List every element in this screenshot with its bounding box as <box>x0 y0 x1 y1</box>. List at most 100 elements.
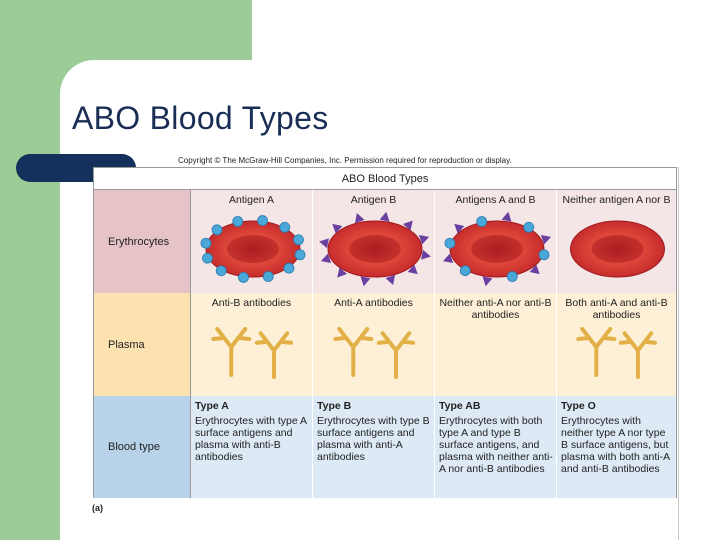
antigen-b-marker <box>407 264 418 275</box>
antigen-b-marker <box>354 212 365 224</box>
red-blood-cell-icon <box>442 211 552 287</box>
antigen-b-marker <box>332 223 343 234</box>
plasma-cell-type-b: Anti-A antibodies <box>313 293 435 396</box>
plasma-cell-type-a: Anti-B antibodies <box>191 293 313 396</box>
antibody-branch <box>254 339 269 345</box>
antigen-a-marker <box>294 249 306 261</box>
blood-type-description: Erythrocytes with neither type A nor typ… <box>561 415 670 475</box>
abo-figure: ABO Blood Types Erythrocytes Antigen A A… <box>93 167 677 498</box>
antigen-b-marker <box>442 253 454 263</box>
antigen-a-marker <box>279 221 291 233</box>
antigen-b-marker <box>403 220 413 231</box>
antigen-b-marker <box>501 211 512 222</box>
antigen-a-marker <box>283 262 295 274</box>
antigen-b-marker <box>385 274 396 286</box>
red-blood-cell-icon <box>570 220 665 278</box>
blood-type-cell-ab: Type AB Erythrocytes with both type A an… <box>435 396 557 498</box>
antibody-icon <box>211 327 294 379</box>
green-band-side <box>0 0 60 540</box>
antibody-branch <box>643 339 658 345</box>
blood-type-description: Erythrocytes with type A surface antigen… <box>195 415 307 463</box>
erythrocyte-center <box>349 235 401 263</box>
antigen-b-marker <box>421 249 431 260</box>
antibody-group <box>576 327 658 379</box>
antigen-b-marker <box>379 211 390 222</box>
antibody-branch <box>211 336 226 341</box>
erythrocyte-cell-type-ab: Antigens A and B <box>435 190 557 293</box>
antibody-branch <box>380 331 398 379</box>
antibody-branch <box>279 339 294 345</box>
antibody-branch <box>215 327 234 377</box>
antigen-b-marker <box>418 235 430 245</box>
antigen-label: Antigen B <box>350 194 397 206</box>
antibody-branch <box>333 336 348 341</box>
slide-title: ABO Blood Types <box>72 100 329 136</box>
erythrocytes-row: Erythrocytes Antigen A Antigen B Antigen… <box>94 190 676 293</box>
antigen-a-marker <box>523 221 535 233</box>
antigen-label: Antigens A and B <box>455 194 536 206</box>
antigen-b-marker <box>454 223 465 234</box>
erythrocyte-cell-type-a: Antigen A <box>191 190 313 293</box>
antibody-branch <box>258 331 276 379</box>
antigen-b-marker <box>337 267 347 278</box>
antibody-branch <box>576 336 591 341</box>
antibody-group <box>333 327 416 379</box>
antibody-group <box>211 327 294 379</box>
antigen-a-marker <box>232 216 244 227</box>
antigen-a-marker <box>211 224 223 236</box>
erythrocyte-center <box>227 235 279 263</box>
blood-type-name: Type B <box>317 400 352 412</box>
antigen-a-marker <box>200 237 212 249</box>
red-blood-cell-icon <box>319 211 431 287</box>
antibody-branch <box>237 336 252 341</box>
antigen-a-marker <box>202 252 213 264</box>
antigen-b-marker <box>540 235 552 245</box>
blood-type-description: Erythrocytes with both type A and type B… <box>439 415 553 475</box>
antigen-a-marker <box>293 234 304 246</box>
row-label-blood-type: Blood type <box>94 396 191 498</box>
antigen-a-marker <box>262 271 274 282</box>
red-blood-cell-icon <box>200 215 306 283</box>
erythrocyte-center <box>471 235 523 263</box>
antigen-a-marker <box>476 216 488 227</box>
antigen-a-marker <box>257 215 268 226</box>
antigen-label: Neither antigen A nor B <box>562 194 671 206</box>
antigen-label: Antigen A <box>229 194 274 206</box>
antibody-branch <box>622 331 640 379</box>
row-label-plasma: Plasma <box>94 293 191 396</box>
antibody-branch <box>618 339 633 345</box>
blood-type-description: Erythrocytes with type B surface antigen… <box>317 415 430 463</box>
antigen-a-marker <box>444 237 456 249</box>
blood-type-name: Type A <box>195 400 229 412</box>
figure-header: ABO Blood Types <box>94 168 676 190</box>
blood-type-name: Type O <box>561 400 596 412</box>
antibody-branch <box>602 336 617 341</box>
row-label-erythrocytes: Erythrocytes <box>94 190 191 293</box>
antibody-icon <box>333 327 416 379</box>
antibody-branch <box>337 327 356 377</box>
blood-type-cell-a: Type A Erythrocytes with type A surface … <box>191 396 313 498</box>
antigen-b-marker <box>529 264 540 275</box>
right-divider <box>678 167 679 540</box>
blood-type-cell-o: Type O Erythrocytes with neither type A … <box>557 396 676 498</box>
antibody-branch <box>376 339 391 345</box>
antigen-b-marker <box>319 238 329 249</box>
antigen-a-marker <box>459 265 471 277</box>
plasma-cell-type-ab: Neither anti-A nor anti-B antibodies <box>435 293 557 396</box>
plasma-row: Plasma Anti-B antibodies Anti-A antibodi… <box>94 293 676 396</box>
blood-type-name: Type AB <box>439 400 481 412</box>
antigen-a-marker <box>238 272 249 283</box>
antibody-branch <box>401 339 416 345</box>
erythrocyte-cell-type-b: Antigen B <box>313 190 435 293</box>
antigen-a-marker <box>215 265 227 277</box>
antibody-branch <box>580 327 599 377</box>
erythrocyte-center <box>591 235 644 263</box>
antibody-label: Neither anti-A nor anti-B antibodies <box>439 297 552 321</box>
figure-part-label: (a) <box>92 503 103 513</box>
antibody-icon <box>576 327 658 379</box>
antigen-a-marker <box>538 249 550 261</box>
plasma-cell-type-o: Both anti-A and anti-B antibodies <box>557 293 676 396</box>
antigen-a-marker <box>506 271 518 282</box>
erythrocyte-cell-type-o: Neither antigen A nor B <box>557 190 676 293</box>
copyright-notice: Copyright © The McGraw-Hill Companies, I… <box>178 156 512 165</box>
